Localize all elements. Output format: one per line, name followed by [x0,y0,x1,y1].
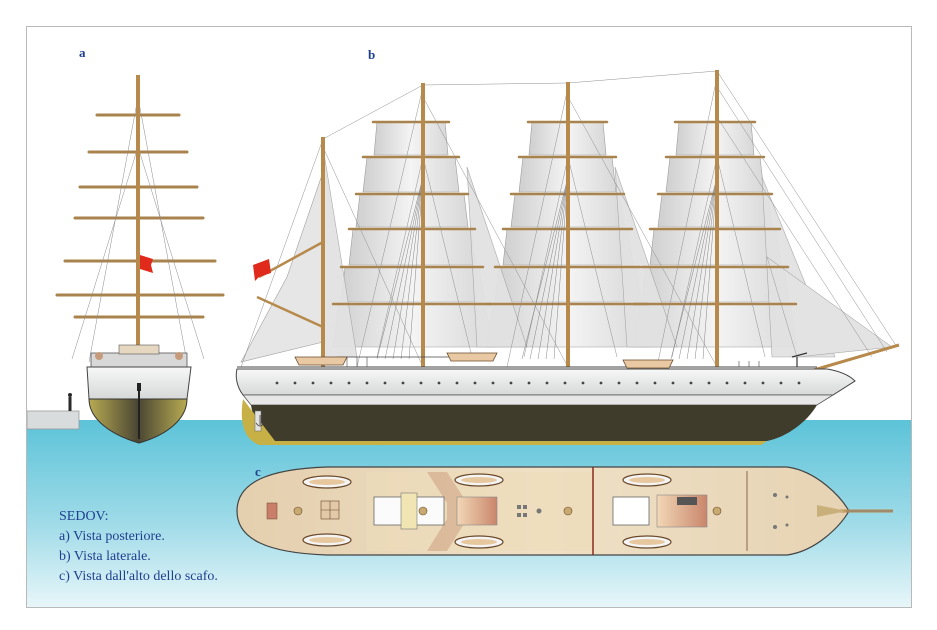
illustration-frame: a b c SEDOV: a) Vista posteriore. b) Vis… [26,26,912,608]
red-flag-icon [140,255,153,273]
side-view [235,70,900,445]
caption-line-b: b) Vista laterale. [59,549,151,564]
panel-label-c: c [255,464,261,479]
hull-bottom [251,405,817,441]
panel-label-b: b [368,47,376,62]
top-view [236,466,893,556]
rear-view [55,75,225,444]
red-flag-icon [253,259,271,281]
lifeboat-icon [294,352,674,369]
mast-3 [715,70,719,367]
caption-line-c: c) Vista dall'alto dello scafo. [59,569,218,584]
caption: SEDOV: a) Vista posteriore. b) Vista lat… [59,507,218,587]
mast-1 [421,83,425,367]
caption-title: SEDOV: [59,509,109,524]
panel-label-a: a [79,45,86,60]
sails-mast-1 [332,121,494,348]
bowsprit [806,343,900,374]
person-figure-icon [68,393,72,411]
sedov-illustration [27,70,911,607]
anchor-icon [255,415,265,427]
quay [27,410,80,430]
mizzen-mast [321,137,325,367]
hull-topside [235,368,856,396]
hull-waterline [241,399,289,445]
caption-line-a: a) Vista posteriore. [59,529,165,544]
staysails [322,146,893,358]
mast-2 [566,82,570,367]
